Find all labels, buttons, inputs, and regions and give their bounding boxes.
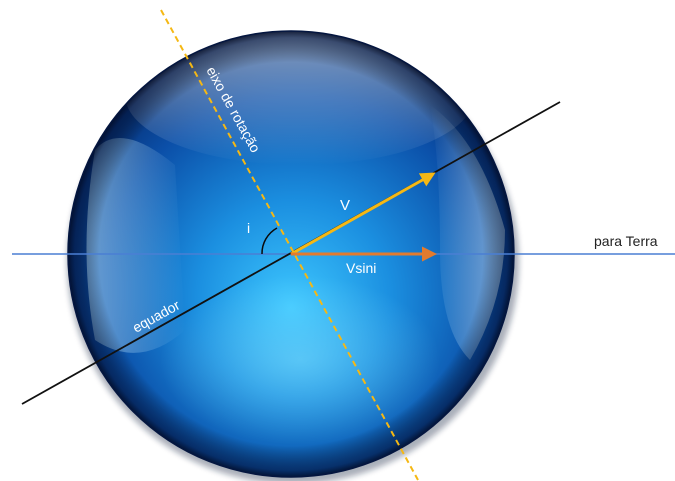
velocity-arrow [290,172,436,256]
inclination-arc [261,227,278,255]
projected-velocity-label: Vsini [346,260,376,276]
inclination-label: i [247,220,250,236]
velocity-label: V [340,197,350,214]
line-of-sight-label: para Terra [594,233,658,249]
